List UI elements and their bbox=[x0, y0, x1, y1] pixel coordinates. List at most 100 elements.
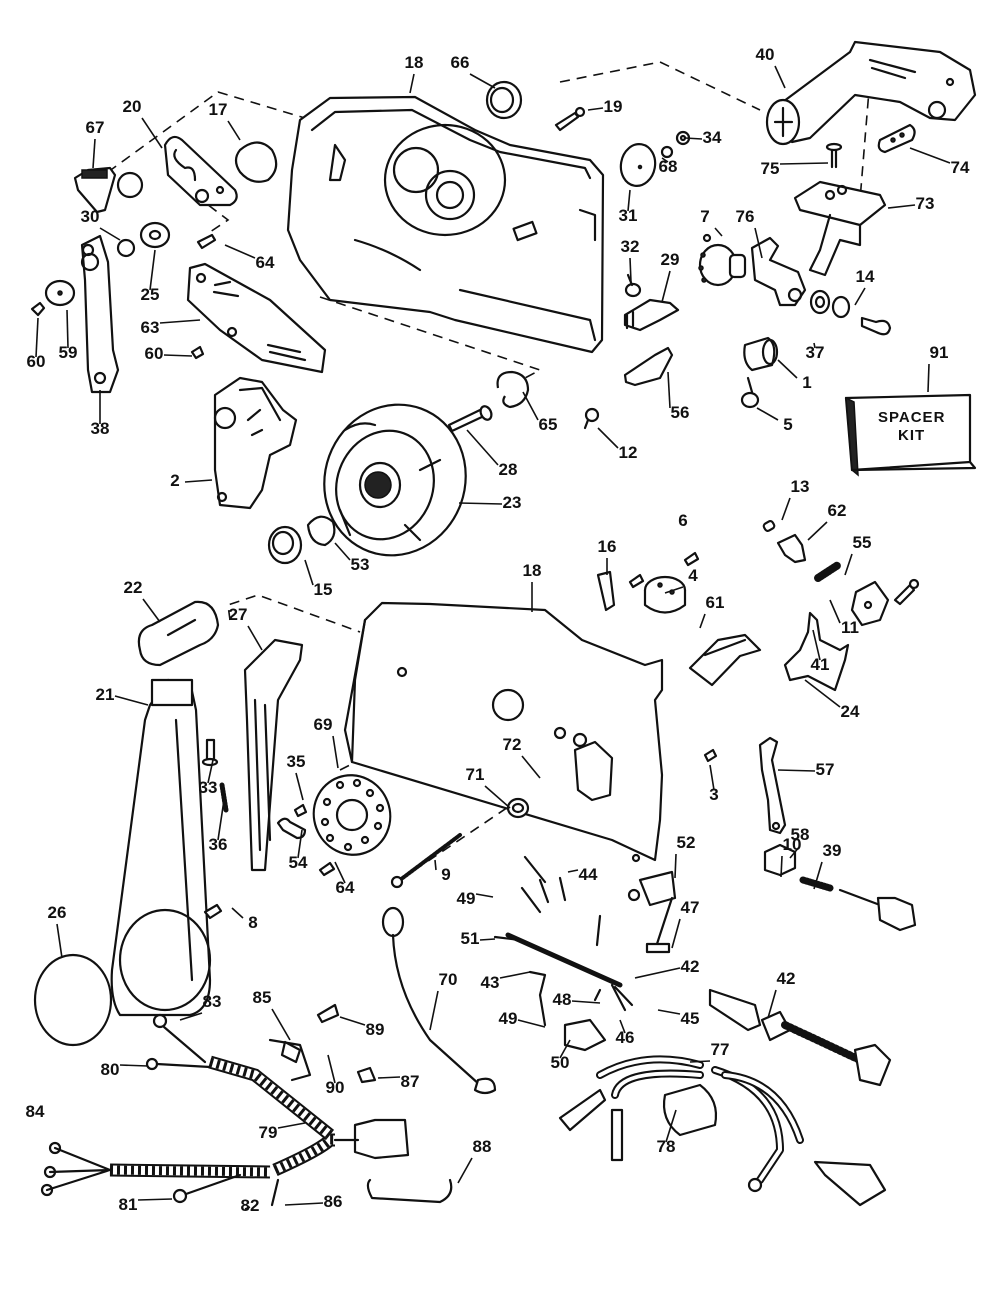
leader-line bbox=[429, 990, 439, 1031]
callout-55: 55 bbox=[844, 533, 872, 576]
leader-line bbox=[149, 249, 156, 291]
callout-number: 21 bbox=[96, 685, 115, 704]
leader-line bbox=[159, 319, 201, 324]
callout-number: 22 bbox=[124, 578, 143, 597]
callout-10: 10 bbox=[780, 835, 802, 878]
fitting-part-12 bbox=[583, 407, 600, 430]
leader-line bbox=[813, 861, 823, 890]
leader-line bbox=[571, 1000, 601, 1004]
callout-17: 17 bbox=[209, 100, 241, 141]
callout-80: 80 bbox=[101, 1060, 149, 1079]
callout-74: 74 bbox=[909, 147, 970, 177]
battery-cable-part-77 bbox=[558, 1055, 887, 1207]
callout-4: 4 bbox=[664, 566, 698, 594]
callout-number: 33 bbox=[199, 778, 218, 797]
gasket-part-17 bbox=[234, 141, 278, 183]
leader-line bbox=[271, 1008, 291, 1041]
leader-line bbox=[854, 287, 866, 306]
callout-number: 30 bbox=[81, 207, 100, 226]
leader-line bbox=[927, 363, 930, 393]
callout-number: 65 bbox=[539, 415, 558, 434]
cam-follower-part-56 bbox=[623, 346, 674, 387]
arm-part-27 bbox=[243, 638, 304, 872]
callout-64: 64 bbox=[334, 861, 355, 897]
leader-line bbox=[517, 1019, 546, 1028]
harness-part-79 bbox=[40, 1003, 410, 1207]
callout-number: 62 bbox=[828, 501, 847, 520]
callout-30: 30 bbox=[81, 207, 121, 241]
callout-number: 55 bbox=[853, 533, 872, 552]
spacer-kit-label-line2: KIT bbox=[898, 427, 925, 444]
leader-line bbox=[909, 147, 951, 164]
spring-part-55 bbox=[814, 561, 842, 582]
leader-line bbox=[699, 613, 706, 629]
leader-line bbox=[184, 479, 213, 483]
callout-number: 29 bbox=[661, 250, 680, 269]
leader-line bbox=[99, 227, 121, 241]
callout-number: 52 bbox=[677, 833, 696, 852]
callout-number: 58 bbox=[791, 825, 810, 844]
callout-72: 72 bbox=[503, 735, 541, 779]
leader-line bbox=[671, 918, 681, 949]
callout-13: 13 bbox=[781, 477, 809, 521]
callout-number: 45 bbox=[681, 1009, 700, 1028]
leader-line bbox=[657, 1009, 681, 1015]
detent-part-67 bbox=[73, 166, 144, 214]
callout-number: 40 bbox=[756, 45, 775, 64]
callout-number: 16 bbox=[598, 537, 617, 556]
leader-line bbox=[754, 227, 763, 259]
decal-plate-part-63 bbox=[186, 262, 327, 374]
callout-number: 9 bbox=[441, 865, 450, 884]
callout-number: 51 bbox=[461, 929, 480, 948]
callout-61: 61 bbox=[699, 593, 724, 629]
leader-line bbox=[224, 244, 256, 259]
callout-number: 18 bbox=[523, 561, 542, 580]
bolt-part-9 bbox=[390, 833, 462, 889]
callout-90: 90 bbox=[326, 1054, 344, 1097]
callout-67: 67 bbox=[86, 118, 104, 169]
leader-line bbox=[522, 391, 539, 421]
callout-86: 86 bbox=[284, 1192, 342, 1211]
callout-number: 19 bbox=[604, 97, 623, 116]
ignition-switch bbox=[698, 233, 747, 287]
leader-line bbox=[277, 1122, 306, 1129]
callout-number: 10 bbox=[783, 835, 802, 854]
callout-number: 81 bbox=[119, 1195, 138, 1214]
callout-40: 40 bbox=[756, 45, 786, 89]
callout-number: 74 bbox=[951, 158, 970, 177]
leader-line bbox=[844, 553, 853, 576]
callout-number: 64 bbox=[336, 878, 355, 897]
callout-71: 71 bbox=[466, 765, 511, 809]
callout-number: 48 bbox=[553, 990, 572, 1009]
callout-91: 91 bbox=[927, 343, 948, 393]
callout-29: 29 bbox=[661, 250, 680, 303]
callout-15: 15 bbox=[304, 559, 332, 599]
leader-line bbox=[767, 989, 777, 1019]
callout-68: 68 bbox=[659, 157, 678, 176]
callout-52: 52 bbox=[674, 833, 696, 879]
shift-cover-part-22 bbox=[137, 600, 220, 667]
callout-24: 24 bbox=[804, 679, 860, 721]
callout-45: 45 bbox=[657, 1009, 700, 1028]
leader-line bbox=[661, 157, 669, 163]
screw-part-64-lower bbox=[318, 861, 336, 877]
sleeve-part-1 bbox=[743, 336, 779, 372]
callout-85: 85 bbox=[253, 988, 291, 1041]
callout-82: 82 bbox=[241, 1196, 260, 1215]
leader-line bbox=[684, 137, 703, 140]
screw-part-3 bbox=[703, 748, 718, 763]
lanyard-part-70 bbox=[381, 906, 497, 1095]
callout-number: 47 bbox=[681, 898, 700, 917]
screw-part-8 bbox=[203, 903, 223, 920]
callout-number: 49 bbox=[499, 1009, 518, 1028]
callout-number: 71 bbox=[466, 765, 485, 784]
callout-58: 58 bbox=[789, 825, 810, 859]
callout-number: 76 bbox=[736, 207, 755, 226]
plunger-part-62 bbox=[776, 533, 807, 564]
callout-8: 8 bbox=[231, 907, 258, 932]
callout-number: 54 bbox=[289, 853, 308, 872]
spring-part-32 bbox=[624, 273, 642, 298]
leader-line bbox=[334, 861, 346, 884]
detent-part-29 bbox=[623, 298, 680, 332]
